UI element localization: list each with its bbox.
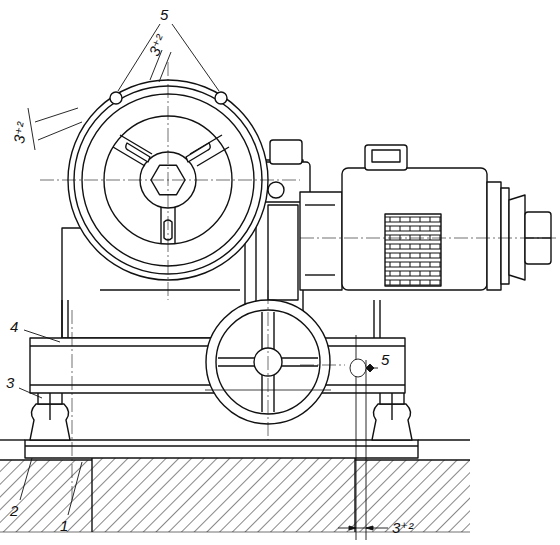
callout-number: 5 [381, 352, 389, 367]
motor [300, 145, 551, 290]
leader-line [19, 24, 388, 540]
lifting-eye [110, 92, 227, 104]
callout-number: 3 [6, 375, 14, 390]
callout-number: 2 [10, 503, 18, 518]
center-line [40, 62, 558, 500]
callout-number: 1 [60, 518, 68, 533]
dimension-label: 3⁺² [11, 121, 29, 145]
dimension-label: 3⁺² [392, 520, 413, 535]
foundation [0, 440, 470, 532]
base-plate [25, 440, 418, 458]
dimension-label: 3⁺² [146, 33, 168, 59]
callout-number: 4 [10, 319, 18, 334]
callout-number: 5 [160, 7, 168, 22]
